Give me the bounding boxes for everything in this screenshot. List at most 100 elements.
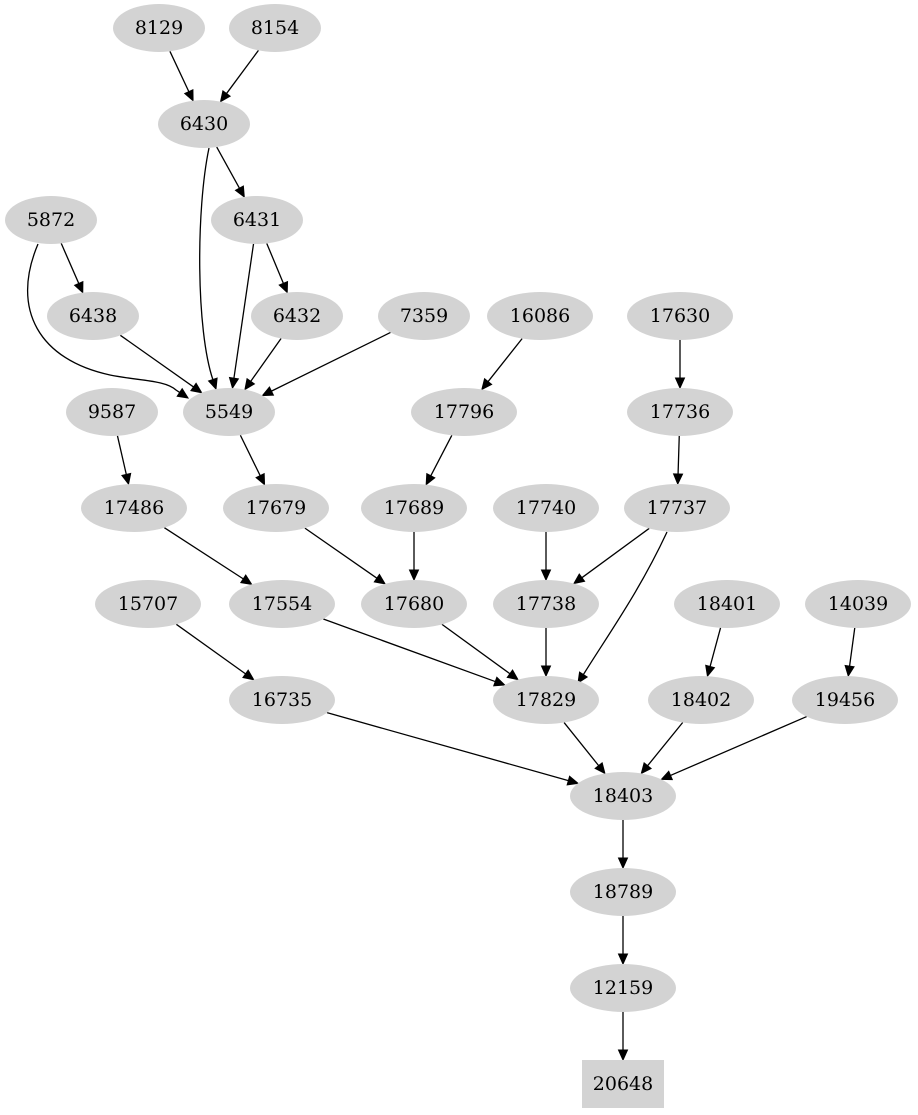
arrowhead-icon [228, 376, 240, 390]
node-ellipse [229, 580, 335, 628]
edge-6438-to-5549 [119, 334, 203, 394]
edge-8154-to-6430 [219, 50, 259, 103]
edge-8129-to-6430 [169, 51, 194, 102]
node-6430: 6430 [158, 100, 250, 148]
edge-17736-to-17737 [672, 435, 684, 486]
arrowhead-icon [244, 377, 256, 391]
edge-line [119, 334, 194, 388]
node-ellipse [627, 388, 733, 436]
edge-17737-to-17738 [572, 527, 650, 585]
edge-14039-to-19456 [844, 627, 856, 678]
node-ellipse [361, 484, 467, 532]
node-18789: 18789 [570, 868, 676, 916]
edge-line [441, 623, 511, 675]
edge-17486-to-17554 [163, 527, 253, 585]
node-6438: 6438 [47, 292, 139, 340]
node-label: 15707 [118, 593, 178, 615]
edge-line [175, 623, 246, 675]
node-ellipse [627, 292, 733, 340]
edge-17796-to-17689 [425, 435, 453, 486]
node-ellipse [624, 484, 730, 532]
node-label: 17689 [384, 497, 444, 519]
edge-17554-to-17829 [323, 618, 506, 687]
edges-layer [26, 50, 856, 1062]
arrowhead-icon [373, 573, 387, 585]
edge-line [163, 527, 244, 580]
node-label: 8129 [135, 17, 183, 39]
node-label: 17679 [246, 497, 306, 519]
node-ellipse [81, 484, 187, 532]
node-ellipse [487, 292, 593, 340]
edge-9587-to-17486 [116, 435, 132, 486]
edge-line [582, 531, 668, 675]
node-6431: 6431 [211, 196, 303, 244]
edge-17740-to-17738 [540, 532, 552, 582]
edge-line [116, 435, 127, 475]
node-5549: 5549 [183, 388, 275, 436]
edge-6431-to-5549 [228, 243, 255, 390]
edge-17738-to-17829 [540, 628, 552, 678]
node-7359: 7359 [378, 292, 470, 340]
node-label: 9587 [88, 401, 136, 423]
node-17554: 17554 [229, 580, 335, 628]
edge-12159-to-20648 [617, 1012, 629, 1062]
arrowhead-icon [242, 669, 255, 681]
edge-line [581, 527, 650, 579]
edge-line [239, 434, 261, 476]
node-label: 16086 [510, 305, 570, 327]
node-17630: 17630 [627, 292, 733, 340]
node-17737: 17737 [624, 484, 730, 532]
node-ellipse [211, 196, 303, 244]
edge-line [323, 618, 496, 683]
arrowhead-icon [540, 665, 552, 678]
arrowhead-icon [183, 88, 194, 102]
node-17738: 17738 [493, 580, 599, 628]
node-label: 6438 [69, 305, 117, 327]
edge-17737-to-17829 [577, 531, 668, 685]
node-ellipse [493, 484, 599, 532]
arrowhead-icon [617, 1049, 629, 1062]
node-19456: 19456 [792, 676, 898, 724]
node-ellipse [570, 868, 676, 916]
arrowhead-icon [481, 377, 493, 391]
node-label: 6430 [180, 113, 228, 135]
node-18402: 18402 [648, 676, 754, 724]
node-17680: 17680 [361, 580, 467, 628]
edge-line [563, 722, 600, 767]
node-label: 17680 [384, 593, 444, 615]
node-17829: 17829 [493, 676, 599, 724]
node-17689: 17689 [361, 484, 467, 532]
arrowhead-icon [566, 775, 580, 786]
edge-16735-to-18403 [326, 712, 580, 786]
edge-7359-to-5549 [261, 331, 391, 397]
edge-6431-to-6432 [266, 243, 289, 294]
node-ellipse [570, 964, 676, 1012]
node-ellipse [158, 100, 250, 148]
node-ellipse [361, 580, 467, 628]
node-9587: 9587 [66, 388, 158, 436]
node-ellipse [251, 292, 343, 340]
node-18401: 18401 [674, 580, 780, 628]
edge-18403-to-18789 [617, 820, 629, 870]
node-label: 18401 [697, 593, 757, 615]
arrowhead-icon [493, 676, 506, 687]
arrowhead-icon [674, 377, 686, 390]
edge-line [216, 146, 241, 189]
node-ellipse [229, 4, 321, 52]
arrowhead-icon [844, 664, 855, 678]
node-ellipse [674, 580, 780, 628]
node-label: 17738 [516, 593, 576, 615]
node-label: 17630 [650, 305, 710, 327]
node-ellipse [113, 4, 205, 52]
node-12159: 12159 [570, 964, 676, 1012]
node-ellipse [66, 388, 158, 436]
node-ellipse [493, 676, 599, 724]
arrowhead-icon [190, 382, 203, 394]
arrowhead-icon [239, 574, 253, 585]
node-ellipse [570, 772, 676, 820]
node-label: 18403 [593, 785, 653, 807]
arrowhead-icon [261, 386, 275, 397]
arrowhead-icon [408, 569, 420, 582]
